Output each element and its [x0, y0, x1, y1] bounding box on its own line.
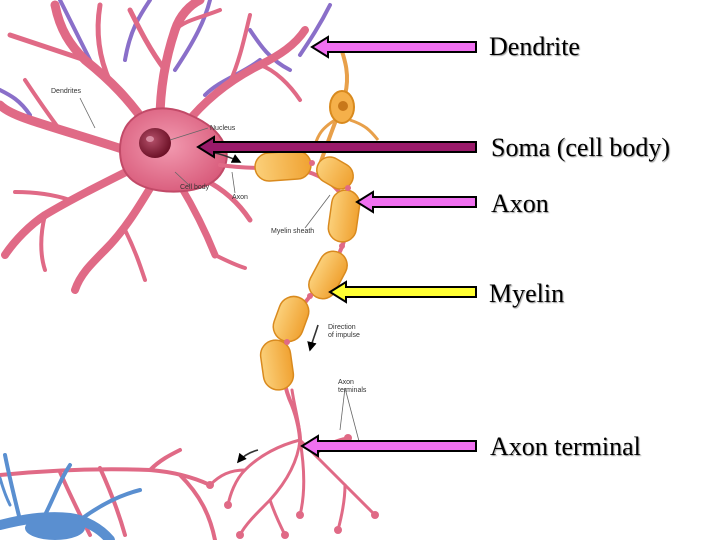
label-leader-lines [79, 97, 361, 446]
callout-arrow-axon-terminal [300, 434, 477, 458]
callout-label-myelin: Myelin [489, 279, 565, 308]
callout-label-axon: Axon [491, 189, 549, 218]
label-direction-line2: of impulse [328, 332, 360, 339]
callout-arrow-myelin [328, 280, 477, 304]
callout-label-dendrite: Dendrite [489, 32, 580, 61]
myelin-sheath-segments [254, 150, 361, 391]
label-dendrites: Dendrites [51, 88, 81, 95]
callout-arrow-soma [196, 135, 477, 159]
soma [118, 107, 228, 193]
callout-arrow-axon [355, 190, 477, 214]
callout-arrow-dendrite [310, 35, 477, 59]
label-myelin-sheath: Myelin sheath [271, 228, 315, 235]
callout-arrows [196, 35, 477, 458]
label-nucleus: Nucleus [210, 125, 236, 132]
label-cell-body: Cell body [180, 184, 210, 191]
dendrite-branches [0, 0, 309, 294]
label-axon-small: Axon [232, 194, 248, 201]
label-axon-terminals-line2: terminals [338, 387, 367, 394]
background-dendrites-purple [0, 0, 332, 117]
label-direction-line1: Direction [328, 324, 356, 331]
callout-label-soma: Soma (cell body) [491, 133, 671, 162]
nucleus [139, 128, 171, 158]
label-axon-terminals-line1: Axon [338, 379, 354, 386]
callout-label-axon-terminal: Axon terminal [490, 432, 641, 461]
